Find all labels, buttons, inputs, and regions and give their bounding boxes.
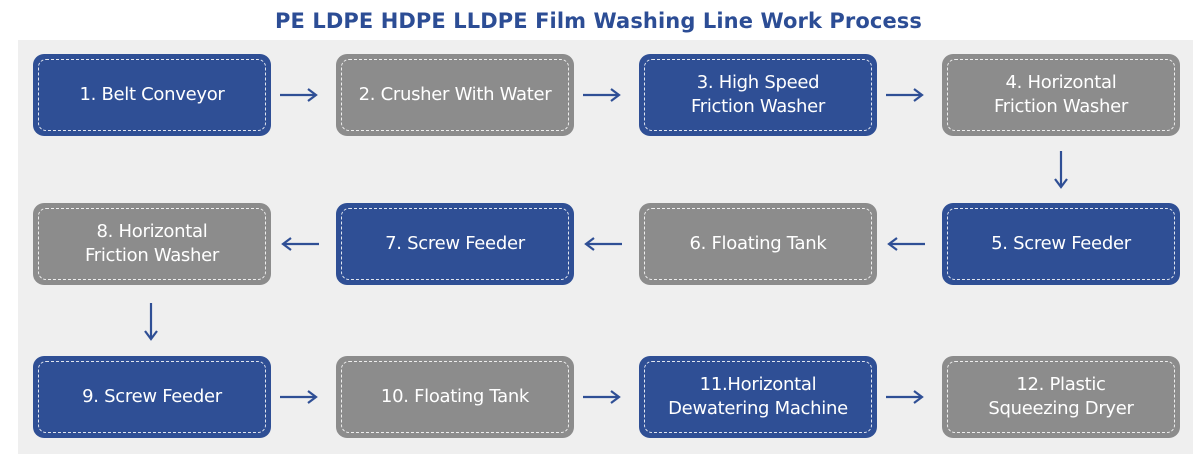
- dashed-border: [38, 208, 266, 280]
- arrow-down-icon: [1053, 150, 1069, 190]
- arrow-right-icon: [582, 87, 622, 103]
- step-5-label: 5. Screw Feeder: [991, 233, 1131, 254]
- arrow-right-icon: [279, 389, 319, 405]
- step-10-box: 10. Floating Tank: [336, 356, 574, 438]
- step-1-box: 1. Belt Conveyor: [33, 54, 271, 136]
- step-3-box: 3. High Speed Friction Washer: [639, 54, 877, 136]
- dashed-border: [644, 59, 872, 131]
- dashed-border: [947, 208, 1175, 280]
- arrow-right-icon: [279, 87, 319, 103]
- dashed-border: [341, 59, 569, 131]
- step-7-label: 7. Screw Feeder: [385, 233, 525, 254]
- step-5-box: 5. Screw Feeder: [942, 203, 1180, 285]
- step-2-box: 2. Crusher With Water: [336, 54, 574, 136]
- step-6-label: 6. Floating Tank: [689, 233, 827, 254]
- step-2-label: 2. Crusher With Water: [358, 84, 552, 105]
- step-7-box: 7. Screw Feeder: [336, 203, 574, 285]
- step-8-box: 8. Horizontal Friction Washer: [33, 203, 271, 285]
- dashed-border: [947, 361, 1175, 433]
- step-11-label: 11.Horizontal Dewatering Machine: [668, 374, 848, 419]
- step-12-label: 12. Plastic Squeezing Dryer: [988, 374, 1134, 419]
- arrow-left-icon: [280, 236, 320, 252]
- dashed-border: [341, 208, 569, 280]
- step-3-label: 3. High Speed Friction Washer: [691, 72, 825, 117]
- step-11-box: 11.Horizontal Dewatering Machine: [639, 356, 877, 438]
- dashed-border: [38, 361, 266, 433]
- dashed-border: [644, 361, 872, 433]
- dashed-border: [341, 361, 569, 433]
- arrow-right-icon: [885, 87, 925, 103]
- step-4-box: 4. Horizontal Friction Washer: [942, 54, 1180, 136]
- arrow-left-icon: [583, 236, 623, 252]
- step-12-box: 12. Plastic Squeezing Dryer: [942, 356, 1180, 438]
- step-6-box: 6. Floating Tank: [639, 203, 877, 285]
- dashed-border: [38, 59, 266, 131]
- dashed-border: [947, 59, 1175, 131]
- arrow-right-icon: [885, 389, 925, 405]
- arrow-down-icon: [143, 302, 159, 342]
- step-10-label: 10. Floating Tank: [380, 386, 530, 407]
- step-1-label: 1. Belt Conveyor: [79, 84, 225, 105]
- arrow-right-icon: [582, 389, 622, 405]
- step-9-box: 9. Screw Feeder: [33, 356, 271, 438]
- step-4-label: 4. Horizontal Friction Washer: [994, 72, 1128, 117]
- step-9-label: 9. Screw Feeder: [82, 386, 222, 407]
- arrow-left-icon: [886, 236, 926, 252]
- step-8-label: 8. Horizontal Friction Washer: [85, 221, 219, 266]
- dashed-border: [644, 208, 872, 280]
- diagram-title: PE LDPE HDPE LLDPE Film Washing Line Wor…: [275, 9, 922, 33]
